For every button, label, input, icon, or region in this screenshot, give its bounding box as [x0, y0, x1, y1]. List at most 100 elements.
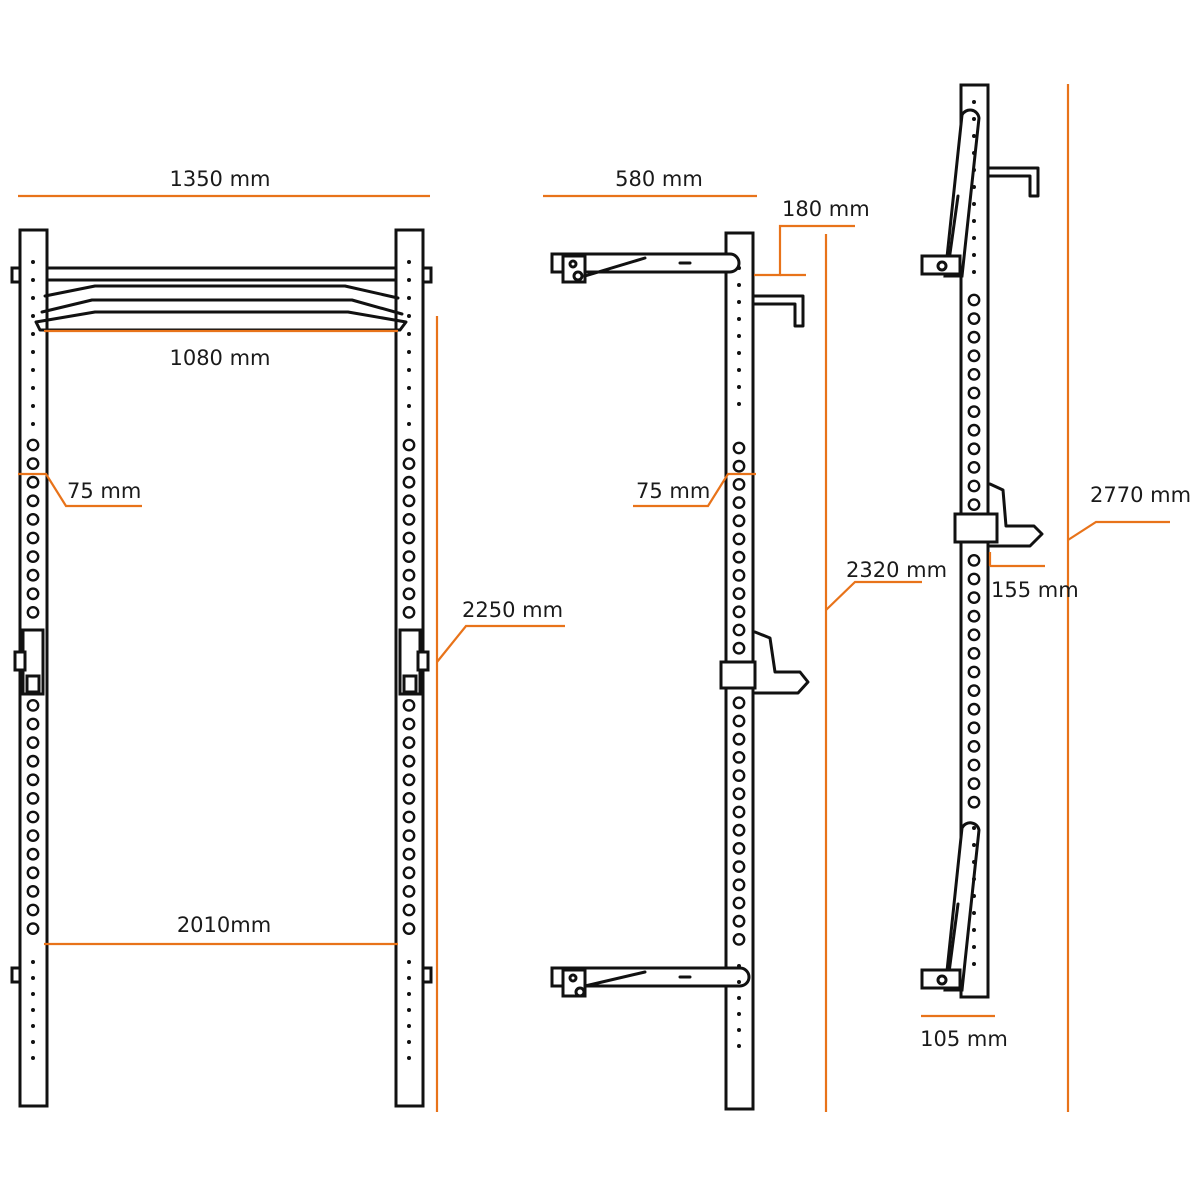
- upright-hole: [967, 572, 981, 586]
- upright-pin-hole: [737, 980, 741, 984]
- upright-pin-hole: [407, 296, 411, 300]
- upright-hole: [402, 922, 416, 935]
- height-label: 2250 mm: [462, 598, 563, 622]
- upright-hole: [26, 438, 40, 452]
- upright-pin-hole: [737, 402, 741, 406]
- front-view: 1350 mm 1080 mm 75 mm 2250 mm 2010mm: [10, 167, 565, 1112]
- upright-hole: [26, 810, 40, 824]
- jhook-depth-label: 155 mm: [991, 578, 1079, 602]
- upright-hole: [732, 532, 746, 546]
- upright-hole: [967, 460, 981, 474]
- upright-hole: [26, 475, 40, 489]
- bolt: [936, 260, 948, 272]
- upright-hole: [732, 714, 746, 728]
- upright-hole: [732, 896, 746, 910]
- upright-pin-hole: [31, 1040, 35, 1044]
- upright-hole: [732, 587, 746, 600]
- upright-pin-hole: [972, 134, 976, 138]
- upright-hole: [732, 860, 746, 873]
- upright-pin-hole: [31, 1056, 35, 1060]
- j-hook: [719, 660, 757, 690]
- upright-pin-hole: [737, 317, 741, 321]
- upright-hole: [967, 665, 981, 679]
- upright-pin-hole: [737, 1044, 741, 1048]
- upright-pin-hole: [31, 404, 35, 408]
- upright-hole: [402, 810, 416, 824]
- upright-pin-hole: [407, 1008, 411, 1012]
- upright-hole: [26, 885, 40, 898]
- upright-hole: [402, 494, 416, 508]
- height-label: 2320 mm: [846, 558, 947, 582]
- upright-pin-hole: [972, 945, 976, 949]
- upright-pin-hole: [407, 368, 411, 372]
- upright-hole: [26, 457, 40, 470]
- upright-pin-hole: [31, 350, 35, 354]
- upright-hole: [26, 922, 40, 935]
- upright-pin-hole: [972, 185, 976, 189]
- depth-label: 580 mm: [615, 167, 703, 191]
- upright-hole: [26, 550, 40, 563]
- upright-pin-hole: [972, 100, 976, 104]
- upright-pin-hole: [407, 404, 411, 408]
- upright-hole: [402, 829, 416, 842]
- upright-hole: [402, 568, 416, 582]
- upright-pin-hole: [407, 314, 411, 318]
- upright-hole: [26, 736, 40, 749]
- upright-hole: [26, 606, 40, 619]
- upright-pin-hole: [31, 1008, 35, 1012]
- upright-hole: [732, 641, 746, 655]
- upright-pin-hole: [31, 422, 35, 426]
- pullup-bar: [45, 266, 398, 282]
- upright-pin-hole: [972, 928, 976, 932]
- upright-pin-hole: [972, 270, 976, 274]
- upright-pin-hole: [31, 278, 35, 282]
- width-label: 1350 mm: [169, 167, 270, 191]
- upright-hole: [732, 441, 746, 455]
- height-leader: [825, 580, 922, 611]
- upright-hole: [402, 587, 416, 601]
- upright-hole: [402, 885, 416, 898]
- upright-hole: [26, 903, 40, 917]
- upright-hole: [967, 479, 981, 493]
- j-hook: [13, 650, 27, 672]
- hole-spacing-label: 75 mm: [67, 479, 141, 503]
- upright-pin-hole: [31, 368, 35, 372]
- upright-hole: [402, 773, 416, 787]
- upright-pin-hole: [972, 962, 976, 966]
- j-hook: [25, 674, 41, 694]
- upright-pin-hole: [737, 1028, 741, 1032]
- hole-spacing-label: 75 mm: [636, 479, 710, 503]
- upright-hole: [402, 513, 416, 526]
- offset-leader: [754, 224, 855, 277]
- upright-hole: [967, 721, 981, 735]
- upright-hole: [967, 293, 981, 307]
- j-hook-cup: [988, 482, 1044, 548]
- upright-pin-hole: [737, 964, 741, 968]
- upright-hole: [402, 531, 416, 545]
- hole-spacing-leader: [633, 472, 756, 508]
- upright-pin-hole: [972, 894, 976, 898]
- upright-hole: [402, 847, 416, 861]
- multigrip-bar: [40, 298, 404, 316]
- upright-hole: [967, 684, 981, 697]
- upright-pin-hole: [31, 332, 35, 336]
- upright-pin-hole: [972, 877, 976, 881]
- upright-pin-hole: [972, 236, 976, 240]
- upright-pin-hole: [972, 151, 976, 155]
- upright-hole: [402, 475, 416, 489]
- upright-hole: [26, 568, 40, 582]
- upright-pin-hole: [737, 1012, 741, 1016]
- j-hook-cup: [753, 630, 810, 695]
- upright-hole: [732, 477, 746, 491]
- upright-hole: [732, 787, 746, 801]
- upright-hole: [732, 914, 746, 928]
- folded-brace: [946, 902, 960, 982]
- upright-pin-hole: [737, 996, 741, 1000]
- upright-hole: [26, 699, 40, 712]
- upright-hole: [402, 699, 416, 712]
- upright-hole: [26, 866, 40, 880]
- brace: [583, 256, 647, 278]
- upright-hole: [967, 349, 981, 363]
- upright-hole: [26, 494, 40, 508]
